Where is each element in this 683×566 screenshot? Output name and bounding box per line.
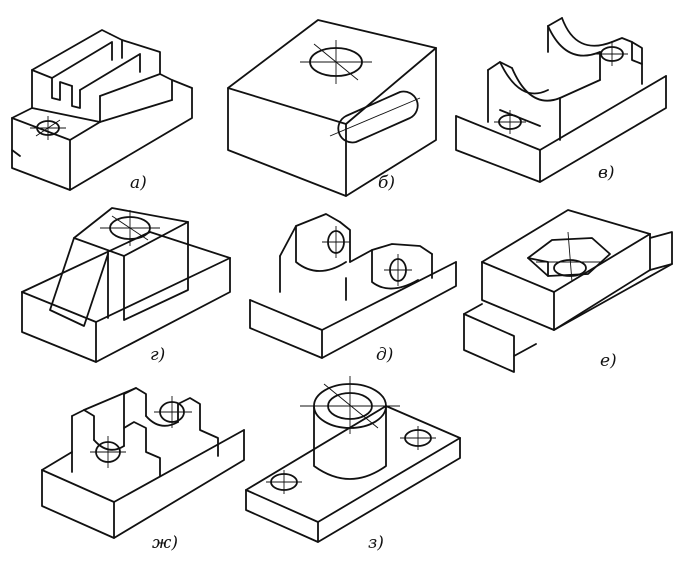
part-zh bbox=[41, 387, 245, 539]
part-d bbox=[249, 213, 457, 359]
part-e bbox=[463, 209, 673, 373]
part-v bbox=[455, 17, 667, 183]
part-a bbox=[11, 29, 193, 191]
part-g bbox=[21, 207, 231, 363]
label-a: а) bbox=[130, 173, 147, 193]
label-b: б) bbox=[378, 173, 395, 193]
label-e: е) bbox=[600, 351, 617, 371]
label-v: в) bbox=[598, 163, 615, 183]
label-g: г) bbox=[150, 345, 165, 365]
label-zh: ж) bbox=[152, 533, 178, 553]
label-z: з) bbox=[368, 533, 384, 553]
part-z bbox=[245, 376, 461, 543]
label-d: д) bbox=[376, 345, 393, 365]
part-b bbox=[227, 19, 437, 197]
